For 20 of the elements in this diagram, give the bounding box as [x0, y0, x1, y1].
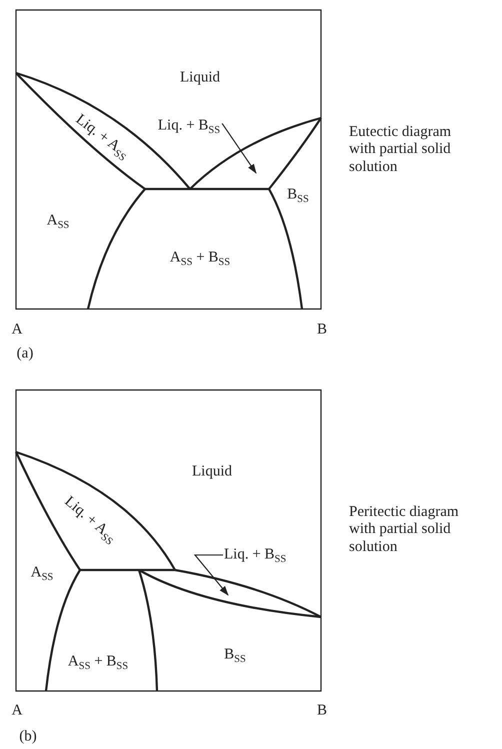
leader-line: [194, 554, 229, 596]
diagram-label: A$_{SS}$ + B$_{SS}$: [170, 249, 230, 267]
diagram-label: A$_{SS}$: [46, 212, 70, 230]
diagram-label: (b): [19, 728, 37, 746]
diagram-label: Liquid: [192, 463, 232, 481]
diagram-label: A: [12, 702, 22, 720]
diagram-label: B$_{SS}$: [224, 646, 246, 664]
diagram-label: B: [317, 321, 327, 339]
diagram-label: (a): [16, 345, 34, 363]
diagram-label: B: [317, 702, 327, 720]
diagram-label: Liquid: [180, 69, 220, 87]
diagram-label: A: [12, 321, 22, 339]
diagram-label: A$_{SS}$ + B$_{SS}$: [68, 653, 128, 671]
diagram-description: Eutectic diagram with partial solid solution: [349, 124, 452, 176]
diagram-label: B$_{SS}$: [287, 186, 309, 204]
diagram-label: A$_{SS}$: [30, 564, 54, 582]
leader-line: [222, 123, 257, 174]
diagram-description: Peritectic diagram with partial solid solution: [349, 504, 460, 556]
phase-region-label: Liq. + B$_{SS}$: [158, 117, 220, 135]
phase-region-label: Liq. + B$_{SS}$: [224, 546, 286, 564]
